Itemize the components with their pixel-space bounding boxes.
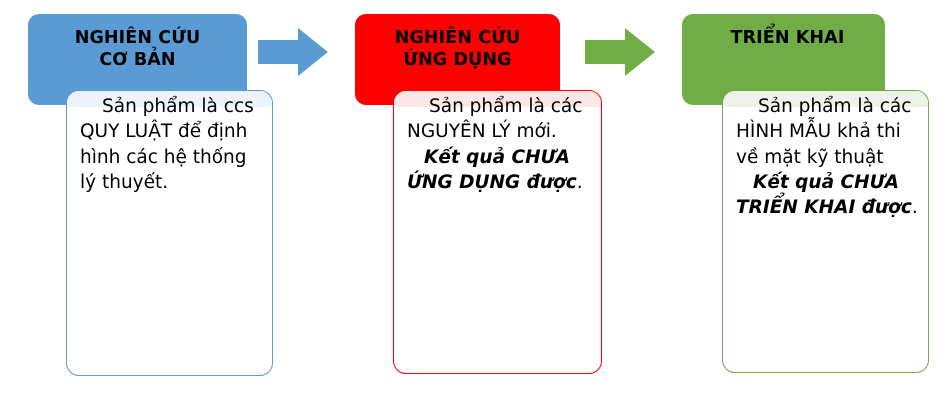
card-tint-band — [67, 91, 272, 107]
card-tint-band — [723, 91, 928, 107]
stage-body-card: Sản phẩm là ccs QUY LUẬT để định hình cá… — [66, 90, 273, 376]
stage-nghien-cuu-co-ban: NGHIÊN CỨU CƠ BẢN Sản phẩm là ccs QUY LU… — [0, 0, 328, 401]
stage-body-text: Sản phẩm là ccs QUY LUẬT để định hình cá… — [67, 91, 272, 195]
stage-body-emphasis-tail: . — [576, 171, 583, 193]
stage-body-emphasis-main: Kết quả CHƯA ỨNG DỤNG được — [407, 146, 577, 193]
right-arrow-shape — [585, 28, 655, 76]
right-arrow-shape — [258, 28, 328, 76]
stage-body-plain-text: Sản phẩm là ccs QUY LUẬT để định hình cá… — [80, 96, 254, 193]
card-tint-band — [394, 91, 601, 107]
right-arrow-icon — [585, 28, 655, 76]
stage-body-text: Sản phẩm là các HÌNH MẪU khả thi về mặt … — [723, 91, 928, 220]
stage-body-emphasis-text: Kết quả CHƯA TRIỂN KHAI được. — [736, 170, 921, 221]
stage-body-plain-text: Sản phẩm là các HÌNH MẪU khả thi về mặt … — [736, 96, 912, 168]
stage-body-card: Sản phẩm là các HÌNH MẪU khả thi về mặt … — [722, 90, 929, 373]
stage-header-title: NGHIÊN CỨU ỨNG DỤNG — [394, 28, 521, 71]
stage-nghien-cuu-ung-dung: NGHIÊN CỨU ỨNG DỤNG Sản phẩm là các NGUY… — [327, 0, 655, 401]
stage-trien-khai: TRIỂN KHAI Sản phẩm là các HÌNH MẪU khả … — [654, 0, 950, 401]
arrow-applied-to-deploy — [585, 28, 655, 76]
right-arrow-icon — [258, 28, 328, 76]
stage-body-plain-text: Sản phẩm là các NGUYÊN LÝ mới. — [407, 96, 583, 143]
stage-header-banner: TRIỂN KHAI — [682, 14, 885, 105]
stage-body-emphasis-tail: . — [911, 197, 918, 218]
stage-body-emphasis-main: Kết quả CHƯA TRIỂN KHAI được — [736, 171, 912, 218]
stage-header-banner: NGHIÊN CỨU ỨNG DỤNG — [355, 14, 560, 105]
stage-header-banner: NGHIÊN CỨU CƠ BẢN — [28, 14, 247, 105]
arrow-basic-to-applied — [258, 28, 328, 76]
stage-body-text: Sản phẩm là các NGUYÊN LÝ mới. Kết quả C… — [394, 91, 601, 195]
stage-header-title: TRIỂN KHAI — [730, 28, 845, 48]
stage-header-title: NGHIÊN CỨU CƠ BẢN — [74, 28, 201, 71]
stage-body-card: Sản phẩm là các NGUYÊN LÝ mới. Kết quả C… — [393, 90, 602, 374]
stage-body-emphasis-text: Kết quả CHƯA ỨNG DỤNG được. — [407, 145, 594, 196]
